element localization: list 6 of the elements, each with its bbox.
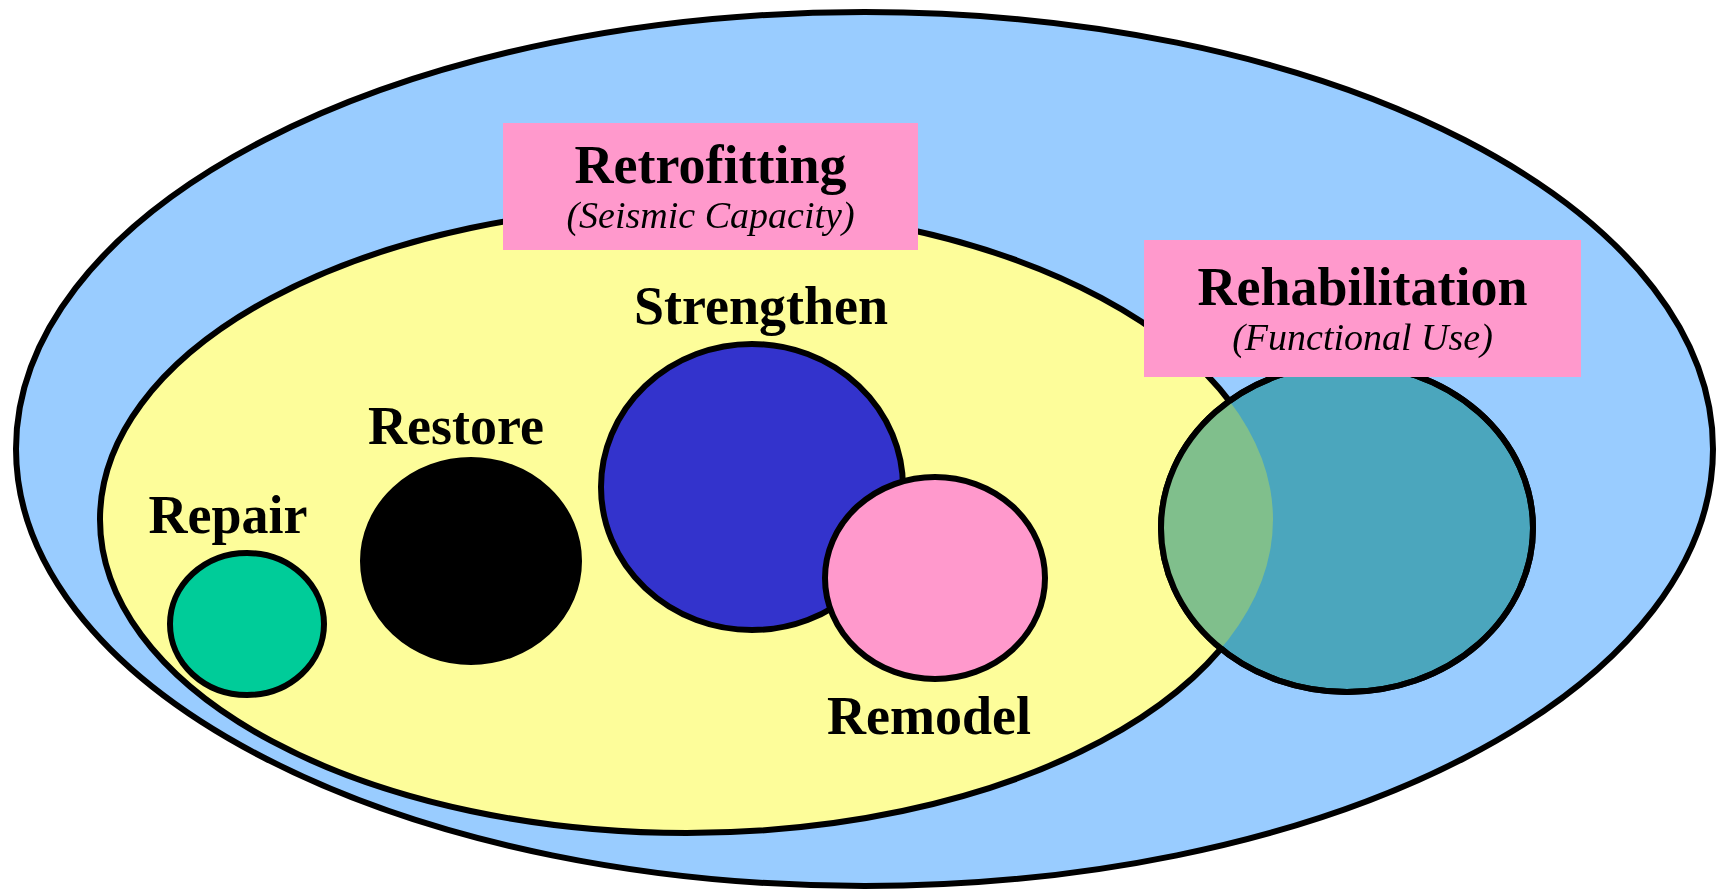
set-label: Remodel xyxy=(827,689,1031,743)
subtitle-text: (Seismic Capacity) xyxy=(566,195,855,238)
heading-text: Rehabilitation xyxy=(1197,257,1528,318)
subtitle-text: (Functional Use) xyxy=(1232,317,1493,360)
heading-text: Retrofitting xyxy=(574,135,847,196)
set-label: Restore xyxy=(368,399,544,453)
